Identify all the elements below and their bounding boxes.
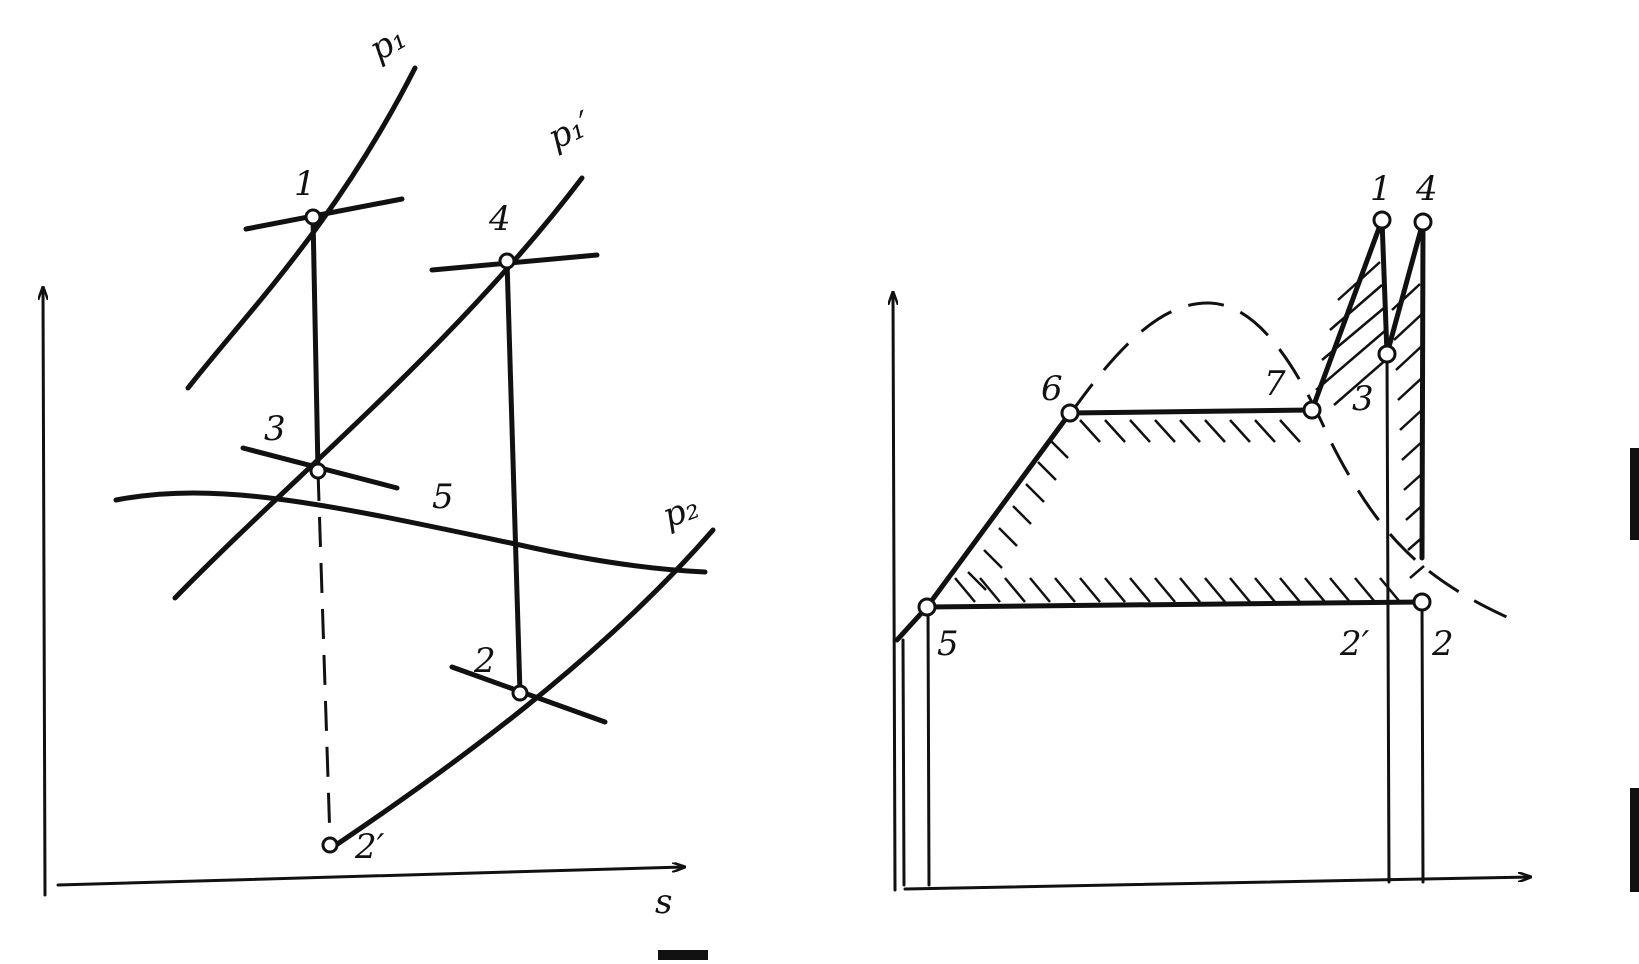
right-point-2 (1412, 592, 1432, 612)
line-6-7 (1067, 407, 1315, 416)
left-x-axis (56, 867, 684, 887)
label-right-4: 4 (1415, 169, 1438, 209)
label-right-2prime: 2′ (1339, 624, 1370, 664)
edge-mark-bottom (1630, 788, 1639, 892)
hatch-lower-band (954, 577, 1401, 603)
left-hs-diagram: p₁ p₁′ p₂ 1 4 3 5 2 2′ s (43, 17, 716, 922)
label-right-5: 5 (937, 624, 959, 664)
dashed-3-2prime (316, 470, 332, 841)
line-4-2 (504, 258, 523, 696)
isobar-p1 (185, 65, 418, 391)
line-1-3 (310, 214, 321, 474)
line-5-2 (924, 599, 1425, 610)
label-left-5: 5 (432, 477, 454, 517)
right-ts-diagram: 6 7 1 4 3 5 2′ 2 (893, 169, 1530, 892)
label-right-3: 3 (1352, 379, 1374, 419)
bottom-mark (658, 950, 708, 960)
vline-5 (926, 605, 931, 887)
line-5-6 (924, 410, 1073, 610)
label-left-1: 1 (294, 164, 316, 204)
right-point-7 (1302, 400, 1322, 420)
tick-1 (243, 196, 405, 232)
left-point-2prime (321, 836, 339, 854)
label-right-1: 1 (1370, 169, 1392, 209)
label-p1-prime: p₁′ (542, 104, 598, 159)
left-point-2 (511, 684, 529, 702)
right-point-5 (917, 597, 937, 617)
left-point-1 (304, 208, 322, 226)
isobar-p2 (333, 527, 716, 848)
label-left-2prime: 2′ (354, 827, 385, 867)
right-y-axis (893, 293, 895, 892)
vline-2 (1420, 600, 1425, 884)
line-4-down (1419, 219, 1426, 561)
hatch-right-columns (1315, 261, 1425, 579)
label-p2: p₂ (657, 487, 704, 537)
left-y-axis (43, 288, 45, 897)
vline-2prime (1385, 352, 1391, 884)
label-axis-s: s (655, 882, 672, 922)
label-right-6: 6 (1041, 369, 1063, 409)
right-x-axis (903, 877, 1530, 891)
label-left-4: 4 (488, 199, 511, 239)
label-p1: p₁ (363, 17, 414, 69)
label-right-2: 2 (1431, 624, 1454, 664)
curve-5 (113, 490, 708, 575)
tick-2 (449, 664, 608, 725)
line-3-4 (1384, 219, 1426, 357)
label-right-7: 7 (1264, 364, 1286, 404)
saturation-dome (1069, 301, 1521, 625)
right-point-6 (1060, 403, 1080, 423)
right-point-1 (1372, 210, 1392, 230)
line-7-1 (1309, 217, 1385, 413)
label-left-2: 2 (473, 641, 496, 681)
right-point-3 (1377, 344, 1397, 364)
isobar-p1-prime (172, 175, 585, 601)
hatch-upper-band (1079, 419, 1301, 443)
vline-left (901, 638, 906, 887)
edge-mark-top (1630, 448, 1639, 540)
left-point-4 (498, 252, 516, 270)
right-point-4 (1413, 212, 1433, 232)
left-point-3 (309, 462, 327, 480)
line-1-3 (1379, 217, 1390, 357)
hatch-left-slope (967, 439, 1069, 591)
label-left-3: 3 (264, 409, 286, 449)
